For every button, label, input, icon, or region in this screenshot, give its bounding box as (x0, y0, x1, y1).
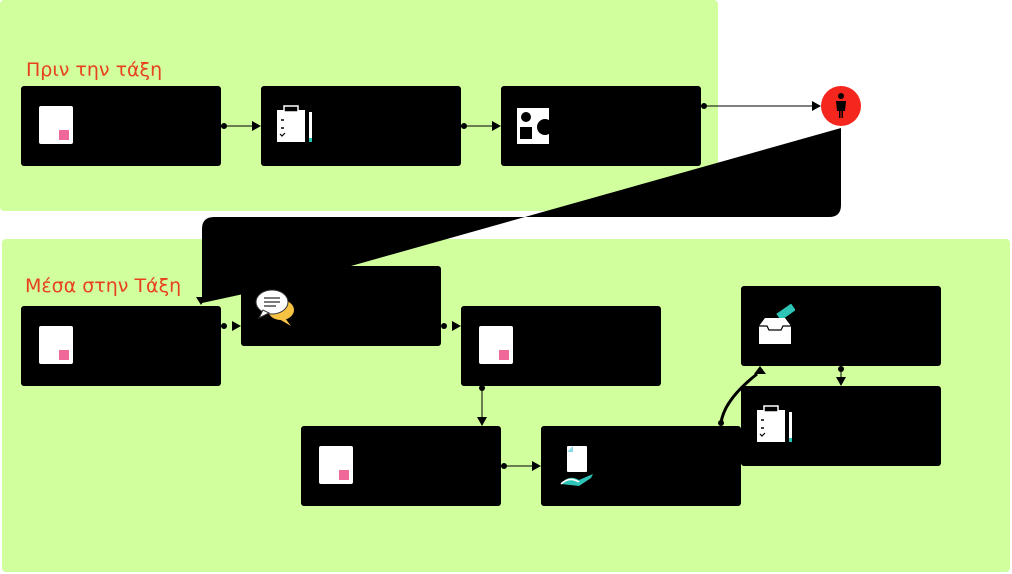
flow-start-to-lane2 (202, 128, 841, 303)
activity-card-before-2[interactable] (261, 86, 461, 166)
start-event[interactable] (821, 86, 861, 126)
activity-card-in-class-7[interactable] (741, 386, 941, 466)
inbox-tray-icon (759, 304, 795, 344)
activity-card-before-1[interactable] (21, 86, 221, 166)
document-icon (479, 326, 513, 364)
arrow-head (196, 297, 206, 305)
clipboard-checklist-icon (277, 105, 312, 142)
activity-card-in-class-6[interactable] (741, 286, 941, 366)
clipboard-checklist-icon (757, 405, 792, 442)
hand-giving-document-icon (560, 446, 593, 486)
activity-card-in-class-5[interactable] (541, 426, 741, 506)
speech-bubbles-icon (255, 289, 294, 326)
activity-card-in-class-3[interactable] (461, 306, 661, 386)
activity-card-in-class-2[interactable] (241, 266, 441, 346)
activity-card-in-class-1[interactable] (21, 306, 221, 386)
lane-in-class-title: Μέσα στην Τάξη (25, 275, 182, 297)
activity-card-in-class-4[interactable] (301, 426, 501, 506)
person-icon (836, 93, 846, 118)
document-icon (39, 106, 73, 144)
document-icon (39, 326, 73, 364)
document-icon (319, 446, 353, 484)
activity-card-before-3[interactable] (501, 86, 701, 166)
lane-before-class-title: Πριν την τάξη (26, 59, 163, 81)
shapes-icon (517, 108, 553, 144)
